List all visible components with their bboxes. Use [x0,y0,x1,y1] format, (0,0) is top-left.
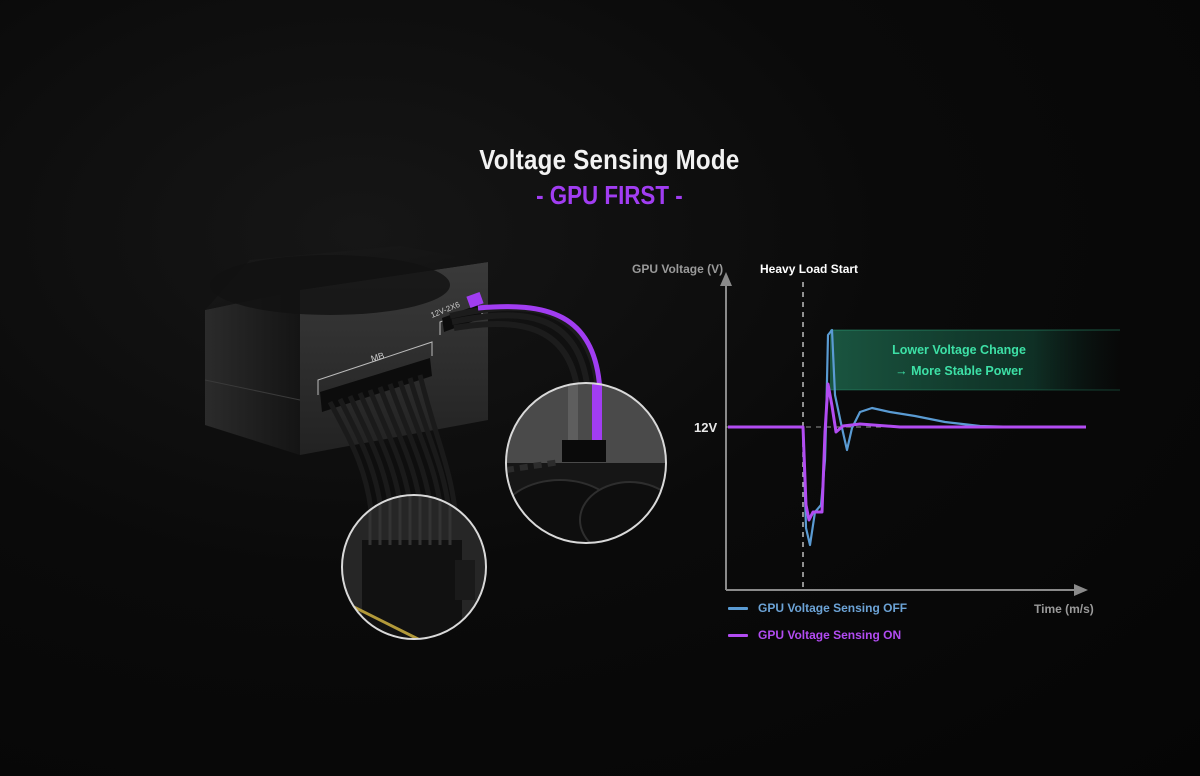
callout-band [830,330,1120,390]
page-title: Voltage Sensing Mode [479,144,740,175]
legend-label-on: GPU Voltage Sensing ON [758,628,902,642]
legend-swatch-off [728,606,748,610]
series-line-off [728,328,1086,547]
callout-line-1: Lower Voltage Change [892,343,1026,357]
page-subtitle: - GPU FIRST - [536,180,683,210]
psu-box: MB 12V-2X6 [204,246,488,455]
legend-label-off: GPU Voltage Sensing OFF [758,601,908,615]
gpu-connector-zoom [505,382,667,544]
legend-item-off: GPU Voltage Sensing OFF [728,601,907,615]
series-line-on [728,382,1086,522]
mb-connector-zoom [341,494,487,640]
callout-text: Lower Voltage Change → More Stable Power [846,340,1072,382]
gpu-cable-bundle [449,304,603,395]
legend-swatch-on [728,633,748,637]
heavy-load-start-label: Heavy Load Start [760,262,859,276]
y-axis-label: GPU Voltage (V) [632,262,724,276]
x-axis-label: Time (m/s) [1034,602,1094,616]
y-axis-arrow [720,272,732,286]
x-axis-arrow [1074,584,1088,596]
y-tick-label-12v: 12V [694,420,718,435]
legend-item-on: GPU Voltage Sensing ON [728,628,901,642]
callout-line-2: → More Stable Power [895,364,1023,378]
mb-connector-label: MB [370,350,386,364]
